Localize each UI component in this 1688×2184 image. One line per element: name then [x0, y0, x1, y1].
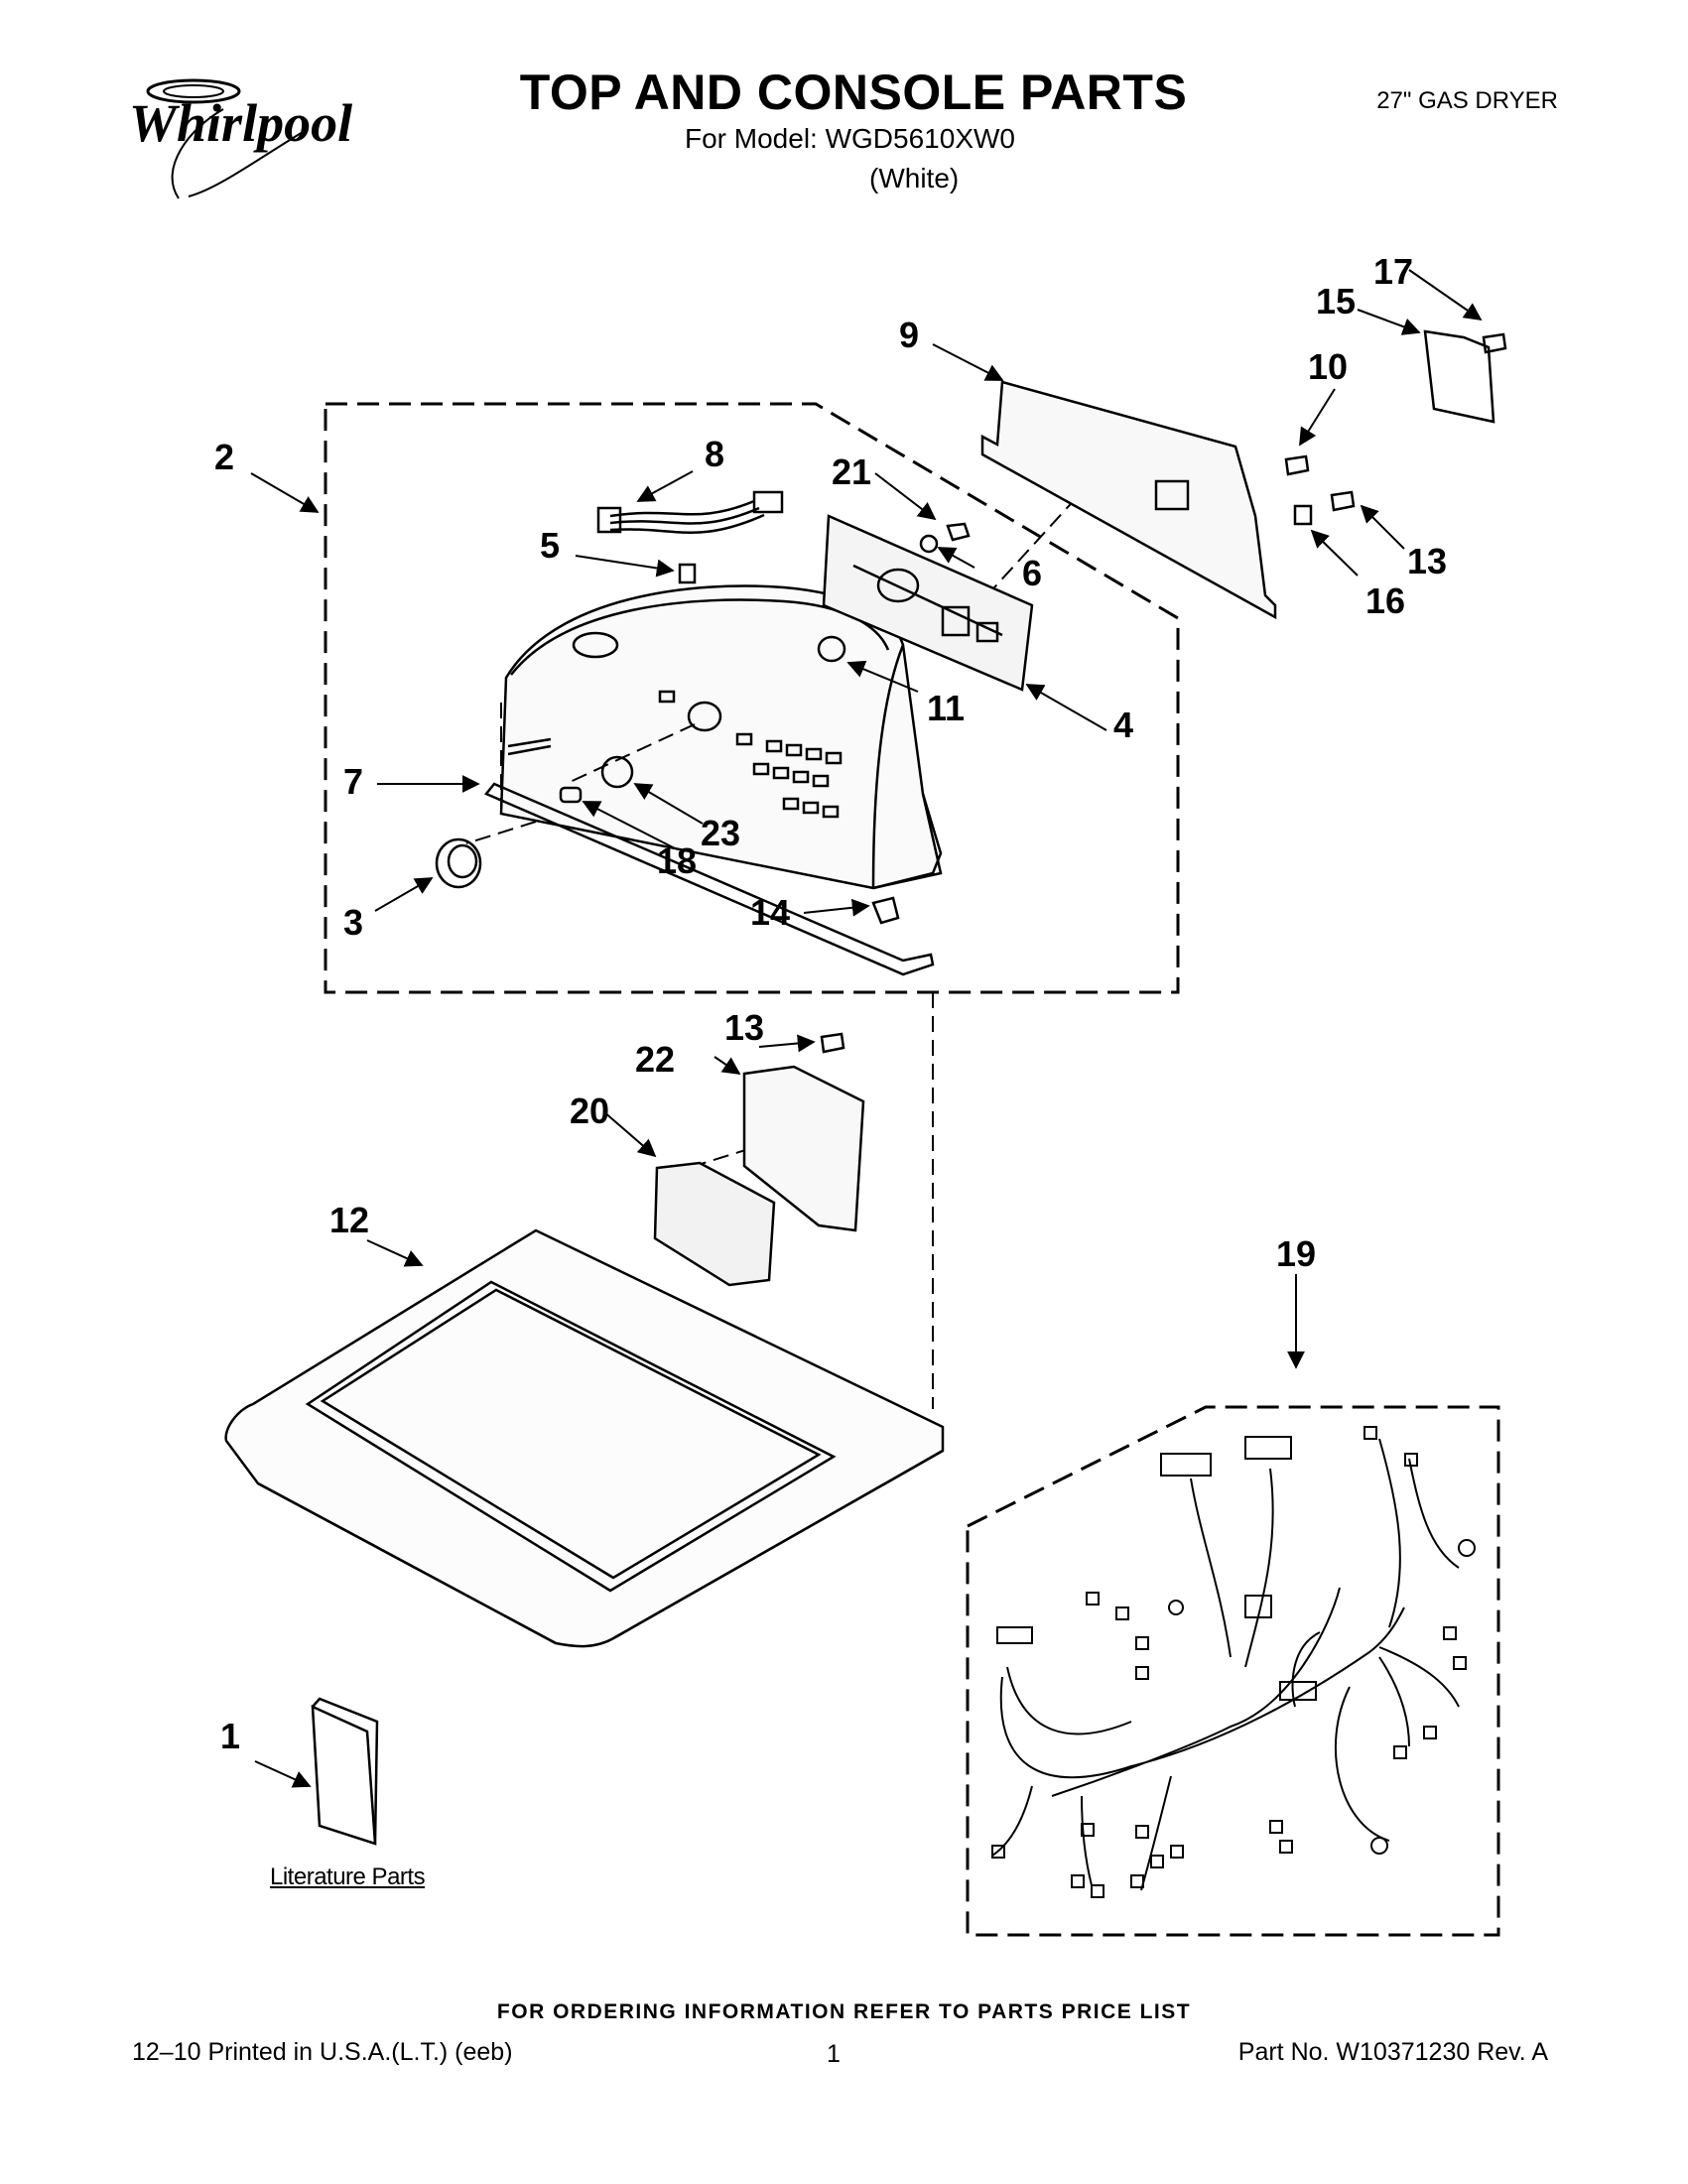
knob-part	[435, 837, 482, 889]
callout-17: 17	[1373, 251, 1413, 292]
callout-3: 3	[343, 902, 363, 943]
console-group-box	[324, 402, 1180, 994]
bracket-part-22	[742, 1065, 865, 1232]
callout-12: 12	[329, 1200, 369, 1240]
callout-11: 11	[927, 688, 965, 728]
screw-part-13-top	[1330, 490, 1356, 512]
literature-parts-part	[311, 1697, 379, 1846]
callout-7: 7	[343, 761, 363, 802]
whirlpool-logo: Whirlpool	[129, 78, 352, 199]
callout-20: 20	[570, 1091, 609, 1131]
trim-strip-part	[484, 782, 935, 976]
screw-part-17	[1482, 332, 1507, 354]
clip-part	[871, 896, 900, 925]
control-board-part-20	[653, 1161, 776, 1287]
callout-19: 19	[1276, 1233, 1316, 1274]
literature-parts-label: Literature Parts	[270, 1863, 426, 1890]
screw-part-10	[1284, 454, 1310, 476]
ordering-note: FOR ORDERING INFORMATION REFER TO PARTS …	[496, 2000, 1192, 2023]
print-info: 12–10 Printed in U.S.A.(L.T.) (eeb)	[132, 2038, 513, 2066]
bezel-part	[600, 755, 634, 789]
model-line: For Model: WGD5610XW0	[685, 123, 1015, 154]
cover-part-15	[1423, 329, 1495, 424]
user-interface-part	[822, 514, 1034, 692]
callout-22: 22	[635, 1039, 675, 1080]
top-panel-part	[224, 1228, 945, 1648]
callout-13-bottom: 13	[724, 1007, 764, 1048]
screw-part-13-bottom	[820, 1032, 845, 1054]
product-type: 27" GAS DRYER	[1376, 87, 1558, 114]
callout-18: 18	[657, 840, 697, 881]
callout-15: 15	[1316, 281, 1356, 321]
model-color: (White)	[869, 163, 960, 193]
page-title: TOP AND CONSOLE PARTS	[519, 64, 1188, 120]
callout-2: 2	[214, 437, 234, 477]
callout-5: 5	[540, 525, 560, 566]
knob-clip-part	[559, 786, 583, 804]
encoder-part	[919, 534, 939, 554]
page-number: 1	[827, 2040, 841, 2068]
console-back-panel-part	[980, 380, 1277, 620]
part-number: Part No. W10371230 Rev. A	[1237, 2038, 1548, 2066]
console-harness-part	[596, 490, 784, 534]
callout-13-top: 13	[1407, 541, 1447, 581]
console-clip-part	[678, 563, 697, 584]
lens-part	[817, 635, 846, 663]
brand-wordmark: Whirlpool	[129, 93, 352, 153]
wire-harness-group-box	[966, 1405, 1500, 1937]
callout-21: 21	[832, 451, 871, 492]
callout-6: 6	[1022, 553, 1042, 593]
callout-9: 9	[899, 315, 919, 355]
callout-10: 10	[1308, 346, 1348, 387]
wire-harness-part	[991, 1426, 1476, 1898]
callout-4: 4	[1113, 705, 1133, 745]
callout-numbers: 1 2 3 4 5 6 7 8 9 10 11 12 13 13 14 15 1…	[214, 251, 1447, 1756]
callout-1: 1	[220, 1716, 240, 1756]
callout-14: 14	[750, 892, 790, 933]
console-screw-part	[946, 522, 971, 542]
clip-part-16	[1293, 504, 1313, 526]
callout-23: 23	[701, 813, 740, 853]
callout-8: 8	[705, 434, 724, 474]
callout-16: 16	[1365, 580, 1405, 621]
